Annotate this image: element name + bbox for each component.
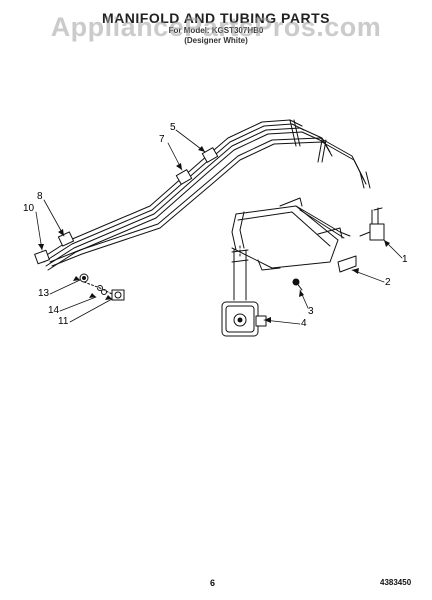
callout-10: 10: [23, 203, 35, 214]
callout-1: 1: [402, 254, 408, 265]
diagram-title: MANIFOLD AND TUBING PARTS: [102, 10, 330, 26]
valve-fitting: [359, 207, 385, 241]
supply-pipe: [231, 245, 249, 301]
callout-7: 7: [159, 134, 165, 145]
callout-8: 8: [37, 191, 43, 202]
header: MANIFOLD AND TUBING PARTS For Model: KGS…: [0, 10, 432, 46]
callout-13: 13: [38, 288, 50, 299]
document-number: 4383450: [380, 578, 412, 587]
callout-11: 11: [58, 316, 69, 327]
tube-fittings: [34, 147, 219, 265]
callout-4: 4: [301, 318, 307, 329]
burner-tubing: [41, 119, 371, 271]
callout-3: 3: [308, 306, 314, 317]
callout-5: 5: [170, 122, 176, 133]
callout-2: 2: [385, 277, 391, 288]
callout-14: 14: [48, 305, 60, 316]
model-color: (Designer White): [184, 36, 248, 45]
screw: [292, 278, 303, 291]
manifold-pipe: [231, 197, 357, 273]
leader-arrowheads: [38, 146, 390, 323]
pressure-regulator: [221, 301, 267, 337]
model-number: For Model: KGST307HB0: [168, 26, 264, 35]
small-parts: [79, 273, 125, 301]
page-number: 6: [210, 578, 216, 588]
